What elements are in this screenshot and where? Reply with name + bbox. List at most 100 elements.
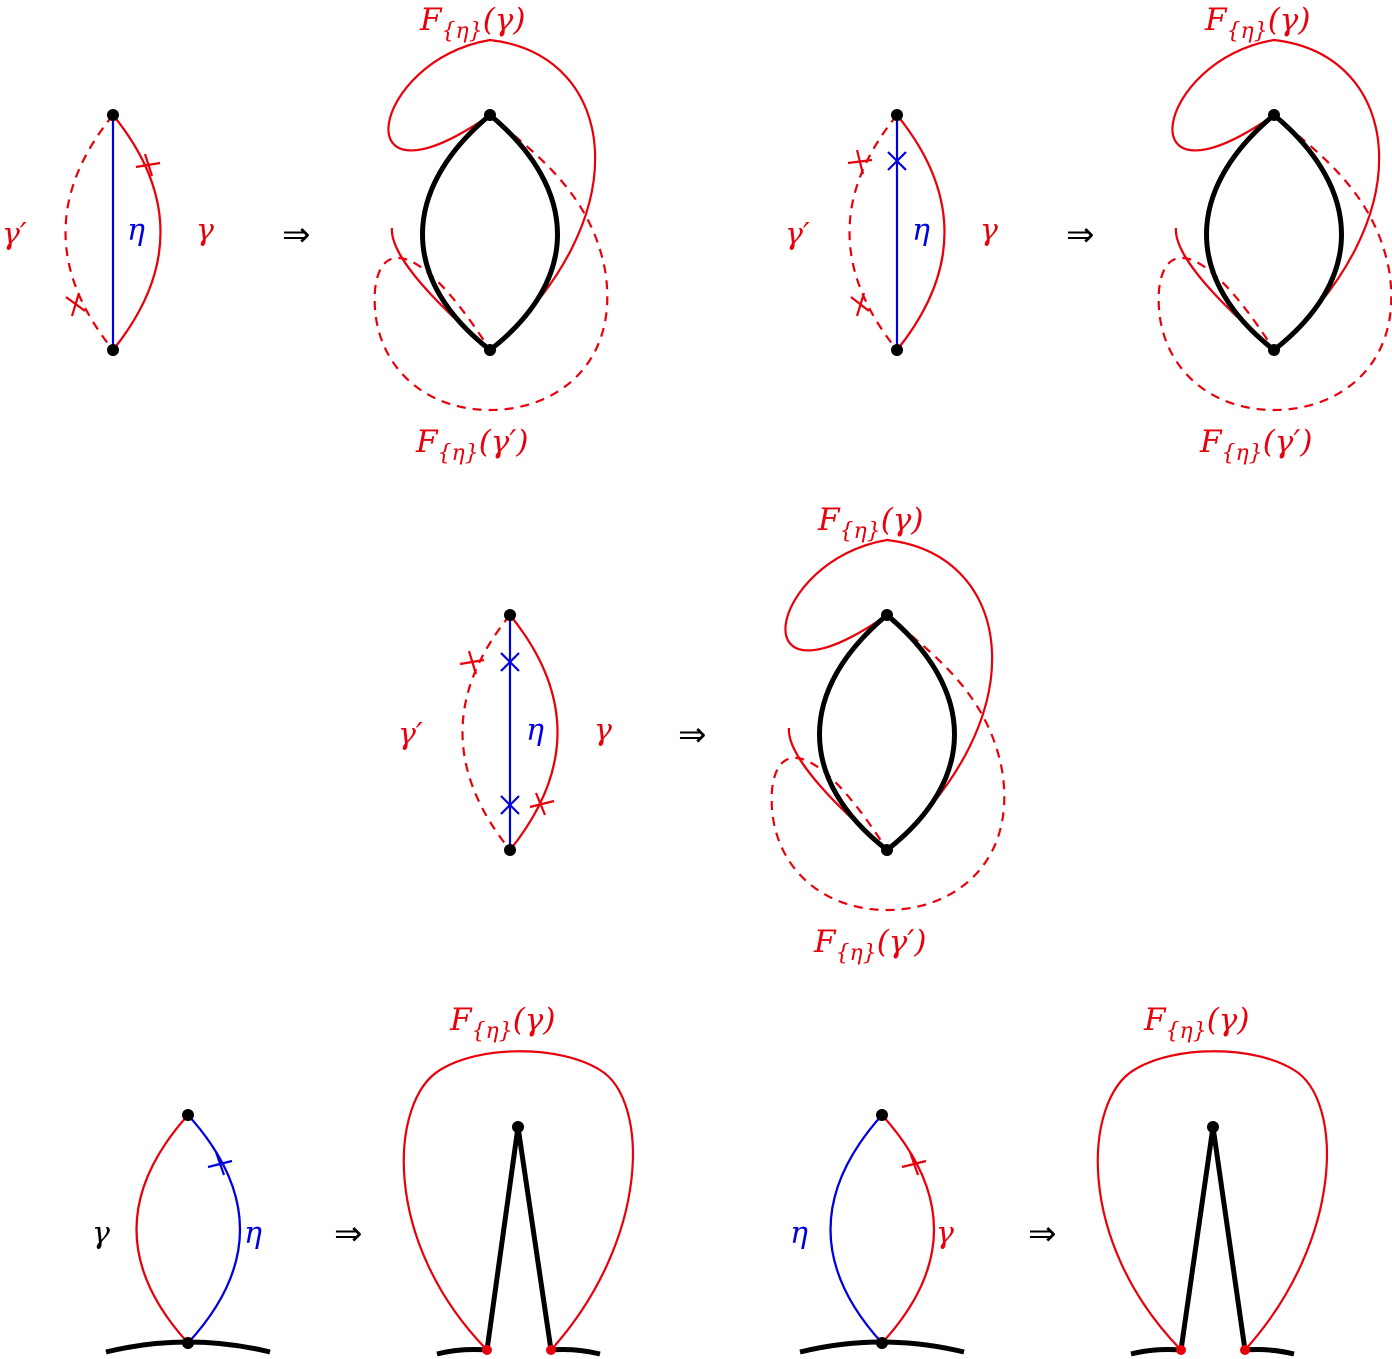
gamma-curve [881,1114,935,1344]
vertex-dot [182,1337,194,1349]
f-gamma-prime-label: F{η}(γ′) [1199,424,1312,466]
gamma-cross-mark [901,1159,927,1169]
eta-label: η [912,213,930,248]
vertex-dot [1176,1345,1186,1355]
gamma-curve [135,1114,189,1344]
vertex-dot [1268,344,1280,356]
vertex-dot [504,609,516,621]
svg-text:F{η}(γ): F{η}(γ) [419,2,525,44]
result-lens [420,112,560,353]
panel-1-right: F{η}(γ) F{η}(γ′) [373,2,609,466]
gamma-curve [112,114,162,351]
f-gamma-prime-loop [1157,114,1392,412]
result-lens [817,612,957,853]
panel-4-right: F{η}(γ) [402,1002,635,1357]
gamma-label: γ [92,1216,110,1251]
f-gamma-prime-loop [373,114,609,412]
gamma-label: γ [980,213,998,248]
svg-text:F{η}(γ): F{η}(γ) [1204,2,1310,44]
gamma-label: γ [936,1216,954,1251]
eta-cross-mark [500,795,520,815]
f-gamma-prime-loop [770,614,1006,912]
f-gamma-label: F{η}(γ) [1143,1002,1249,1044]
f-gamma-loop [1096,1050,1329,1351]
f-gamma-label: F{η}(γ) [419,2,525,44]
implies-arrow: ⇒ [1028,1214,1057,1254]
gamma-prime-label: γ′ [2,217,27,252]
panel-5-right: F{η}(γ) [1096,1002,1329,1357]
eta-label: η [244,1216,262,1251]
f-gamma-loop [387,38,597,352]
gamma-label: γ [196,213,214,248]
panel-3-right: F{η}(γ) F{η}(γ′) [770,502,1006,966]
eta-cross-mark [500,652,520,672]
vertex-dot [881,844,893,856]
gamma-prime-cross-mark [855,292,866,317]
gamma-prime-cross-mark [847,158,873,165]
vertex-dot [107,344,119,356]
f-gamma-loop [402,1050,635,1351]
f-gamma-label: F{η}(γ) [817,502,923,544]
f-gamma-prime-label: F{η}(γ′) [813,924,926,966]
eta-label: η [127,213,145,248]
svg-text:F{η}(γ): F{η}(γ) [449,1002,555,1044]
vertex-dot [881,609,893,621]
gamma-prime-cross-mark [459,658,485,666]
panel-3-left: γ′ η γ [398,609,612,856]
svg-text:F{η}(γ): F{η}(γ) [817,502,923,544]
eta-arc [829,1114,883,1344]
svg-text:F{η}(γ′): F{η}(γ′) [415,424,528,466]
gamma-prime-label: γ′ [398,717,423,752]
panel-2-right: F{η}(γ) F{η}(γ′) [1157,2,1392,466]
implies-arrow: ⇒ [334,1214,363,1254]
result-spike [484,1124,554,1351]
eta-cross-mark [207,1159,233,1169]
result-spike [1178,1124,1248,1351]
vertex-dot [891,109,903,121]
implies-arrow: ⇒ [1066,215,1095,255]
panel-5-left: η γ [790,1109,965,1355]
gamma-label: γ [594,713,612,748]
f-gamma-prime-label: F{η}(γ′) [415,424,528,466]
vertex-dot [484,109,496,121]
f-gamma-label: F{η}(γ) [449,1002,555,1044]
svg-text:F{η}(γ′): F{η}(γ′) [813,924,926,966]
vertex-dot [484,344,496,356]
vertex-dot [107,109,119,121]
vertex-dot [1207,1121,1219,1133]
gamma-prime-curve [64,114,114,351]
boundary-arc [1130,1347,1295,1357]
eta-label: η [526,713,544,748]
f-gamma-loop [784,538,994,852]
f-gamma-label: F{η}(γ) [1204,2,1310,44]
implies-arrow: ⇒ [678,715,707,755]
panel-1-left: γ′ η γ [2,109,214,356]
implies-arrow: ⇒ [282,215,311,255]
vertex-dot [504,844,516,856]
vertex-dot [482,1345,492,1355]
vertex-dot [1268,109,1280,121]
eta-label: η [790,1216,808,1251]
svg-text:F{η}(γ′): F{η}(γ′) [1199,424,1312,466]
boundary-arc [436,1347,601,1357]
gamma-cross-mark [135,161,161,169]
gamma-curve [896,114,946,351]
gamma-curve [509,614,559,851]
gamma-prime-curve [848,114,898,351]
vertex-dot [876,1109,888,1121]
f-gamma-loop [1171,38,1381,352]
vertex-dot [876,1337,888,1349]
vertex-dot [182,1109,194,1121]
panel-4-left: γ η [92,1109,271,1355]
vertex-dot [891,344,903,356]
gamma-cross-mark [529,799,555,809]
gamma-prime-label: γ′ [785,217,810,252]
gamma-prime-curve [461,614,511,851]
vertex-dot [512,1121,524,1133]
result-lens [1204,112,1344,353]
eta-arc [187,1114,241,1344]
vertex-dot [546,1345,556,1355]
panel-2-left: γ′ η γ [785,109,998,356]
eta-cross-mark [887,151,907,171]
